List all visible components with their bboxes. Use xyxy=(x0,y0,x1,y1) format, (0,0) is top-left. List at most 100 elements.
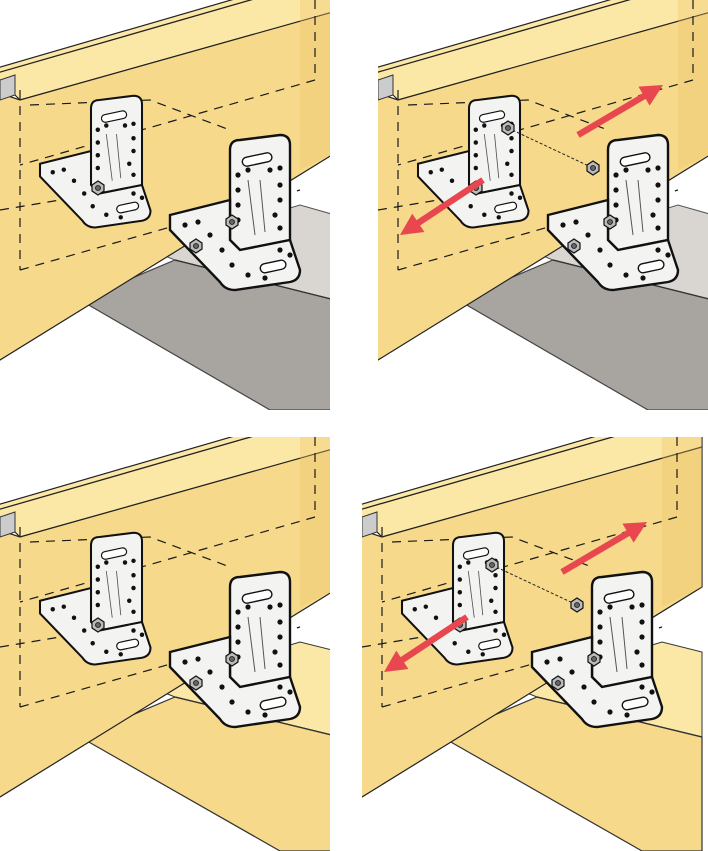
bracket-hole xyxy=(95,140,101,145)
bracket-hole xyxy=(639,662,645,668)
pull-arrow-icon xyxy=(560,522,647,575)
arrow-shape xyxy=(560,522,647,575)
bracket-hole xyxy=(607,709,613,715)
bolt-head xyxy=(95,185,101,191)
angle-bracket-icon xyxy=(168,133,302,292)
bracket-hole xyxy=(428,170,433,175)
bracket-hole xyxy=(655,165,661,171)
bracket-hole xyxy=(509,191,514,196)
hidden-line xyxy=(19,437,316,603)
bracket-hole xyxy=(277,247,283,253)
bracket-hole xyxy=(229,262,235,268)
bracket-hole xyxy=(623,167,629,173)
support-side-face xyxy=(456,259,708,410)
bracket-vertical-leg xyxy=(606,133,670,252)
bracket-slot xyxy=(462,547,490,560)
bracket-hole xyxy=(655,197,661,203)
bracket-hole xyxy=(90,641,95,646)
bracket-hole xyxy=(50,607,55,612)
bolt-shaft xyxy=(507,127,594,169)
bracket-hole xyxy=(544,659,550,665)
bracket-hole xyxy=(449,178,455,183)
bracket-hole xyxy=(466,649,471,654)
bracket-hole xyxy=(95,590,101,595)
bracket-hole xyxy=(277,684,283,690)
bolt-head xyxy=(590,165,596,171)
bracket-slot xyxy=(621,696,649,711)
beam-edge xyxy=(362,437,615,510)
bracket-hole xyxy=(245,709,251,715)
bolt-icon xyxy=(501,120,515,136)
bracket-vertical-leg xyxy=(89,531,144,632)
beam-shade xyxy=(662,437,702,607)
post-stub xyxy=(0,74,16,101)
bolt-icon xyxy=(91,180,105,196)
arrow-shape xyxy=(576,85,663,138)
bracket-slot xyxy=(478,638,502,651)
bracket-hole xyxy=(127,161,132,166)
bracket-hole xyxy=(613,172,619,178)
bracket-hole xyxy=(655,247,661,253)
post-stub xyxy=(0,511,16,538)
bracket-hole xyxy=(61,604,67,609)
bracket-hole xyxy=(131,573,136,578)
bracket-hole xyxy=(665,252,671,258)
bracket-hole xyxy=(277,662,283,668)
bracket-hole xyxy=(122,560,128,565)
bracket-hole xyxy=(634,649,640,655)
bracket-hole xyxy=(629,604,635,610)
bracket-hole xyxy=(118,652,123,657)
bracket-hole xyxy=(489,598,494,603)
bracket-hole xyxy=(585,232,591,238)
bracket-hole xyxy=(277,619,283,625)
bracket-hole xyxy=(613,202,619,208)
bracket-hole xyxy=(501,632,507,637)
bracket-hole xyxy=(104,649,109,654)
bracket-hole xyxy=(207,669,213,675)
support-side-face xyxy=(78,696,330,851)
bracket-rib xyxy=(625,179,644,236)
bracket-hole xyxy=(131,609,136,615)
hidden-line xyxy=(407,99,609,131)
bracket-hole xyxy=(597,639,603,645)
angle-bracket-icon xyxy=(546,133,680,292)
bolt-icon xyxy=(570,597,584,613)
bracket-slot xyxy=(259,259,287,274)
bracket-slot xyxy=(241,152,273,167)
bolt-icon xyxy=(603,214,617,230)
hidden-line xyxy=(29,99,231,131)
panel-content xyxy=(0,0,330,410)
bracket-rib xyxy=(609,616,628,673)
bracket-hole xyxy=(623,272,629,278)
bracket-hole xyxy=(457,564,463,569)
bracket-vertical-leg xyxy=(467,94,522,195)
bracket-rib xyxy=(247,616,266,673)
bracket-vertical-leg xyxy=(451,531,506,632)
bracket-hole xyxy=(480,652,485,657)
bracket-hole xyxy=(277,225,283,231)
bracket-hole xyxy=(433,615,439,620)
bracket-hole xyxy=(195,219,201,225)
bracket-hole xyxy=(207,232,213,238)
bracket-hole xyxy=(597,624,603,630)
bracket-hole xyxy=(131,558,136,564)
bracket-hole xyxy=(131,121,136,127)
bracket-hole xyxy=(557,656,563,662)
bolt-head xyxy=(229,219,235,225)
bracket-hole xyxy=(655,182,661,188)
bracket-hole xyxy=(412,607,417,612)
bracket-hole xyxy=(195,656,201,662)
bolt-head xyxy=(555,680,561,686)
bracket-hole xyxy=(493,628,498,633)
bracket-hole xyxy=(277,602,283,608)
bracket-hole xyxy=(482,123,487,128)
bracket-hole xyxy=(457,602,463,608)
bracket-vertical-leg xyxy=(590,570,654,689)
bolt-head xyxy=(571,243,577,249)
bracket-hole xyxy=(597,609,603,615)
bracket-hole xyxy=(182,659,188,665)
bracket-hole xyxy=(473,153,479,158)
bracket-rib xyxy=(247,179,266,236)
bolt-head xyxy=(574,602,580,608)
bracket-hole xyxy=(104,560,109,565)
